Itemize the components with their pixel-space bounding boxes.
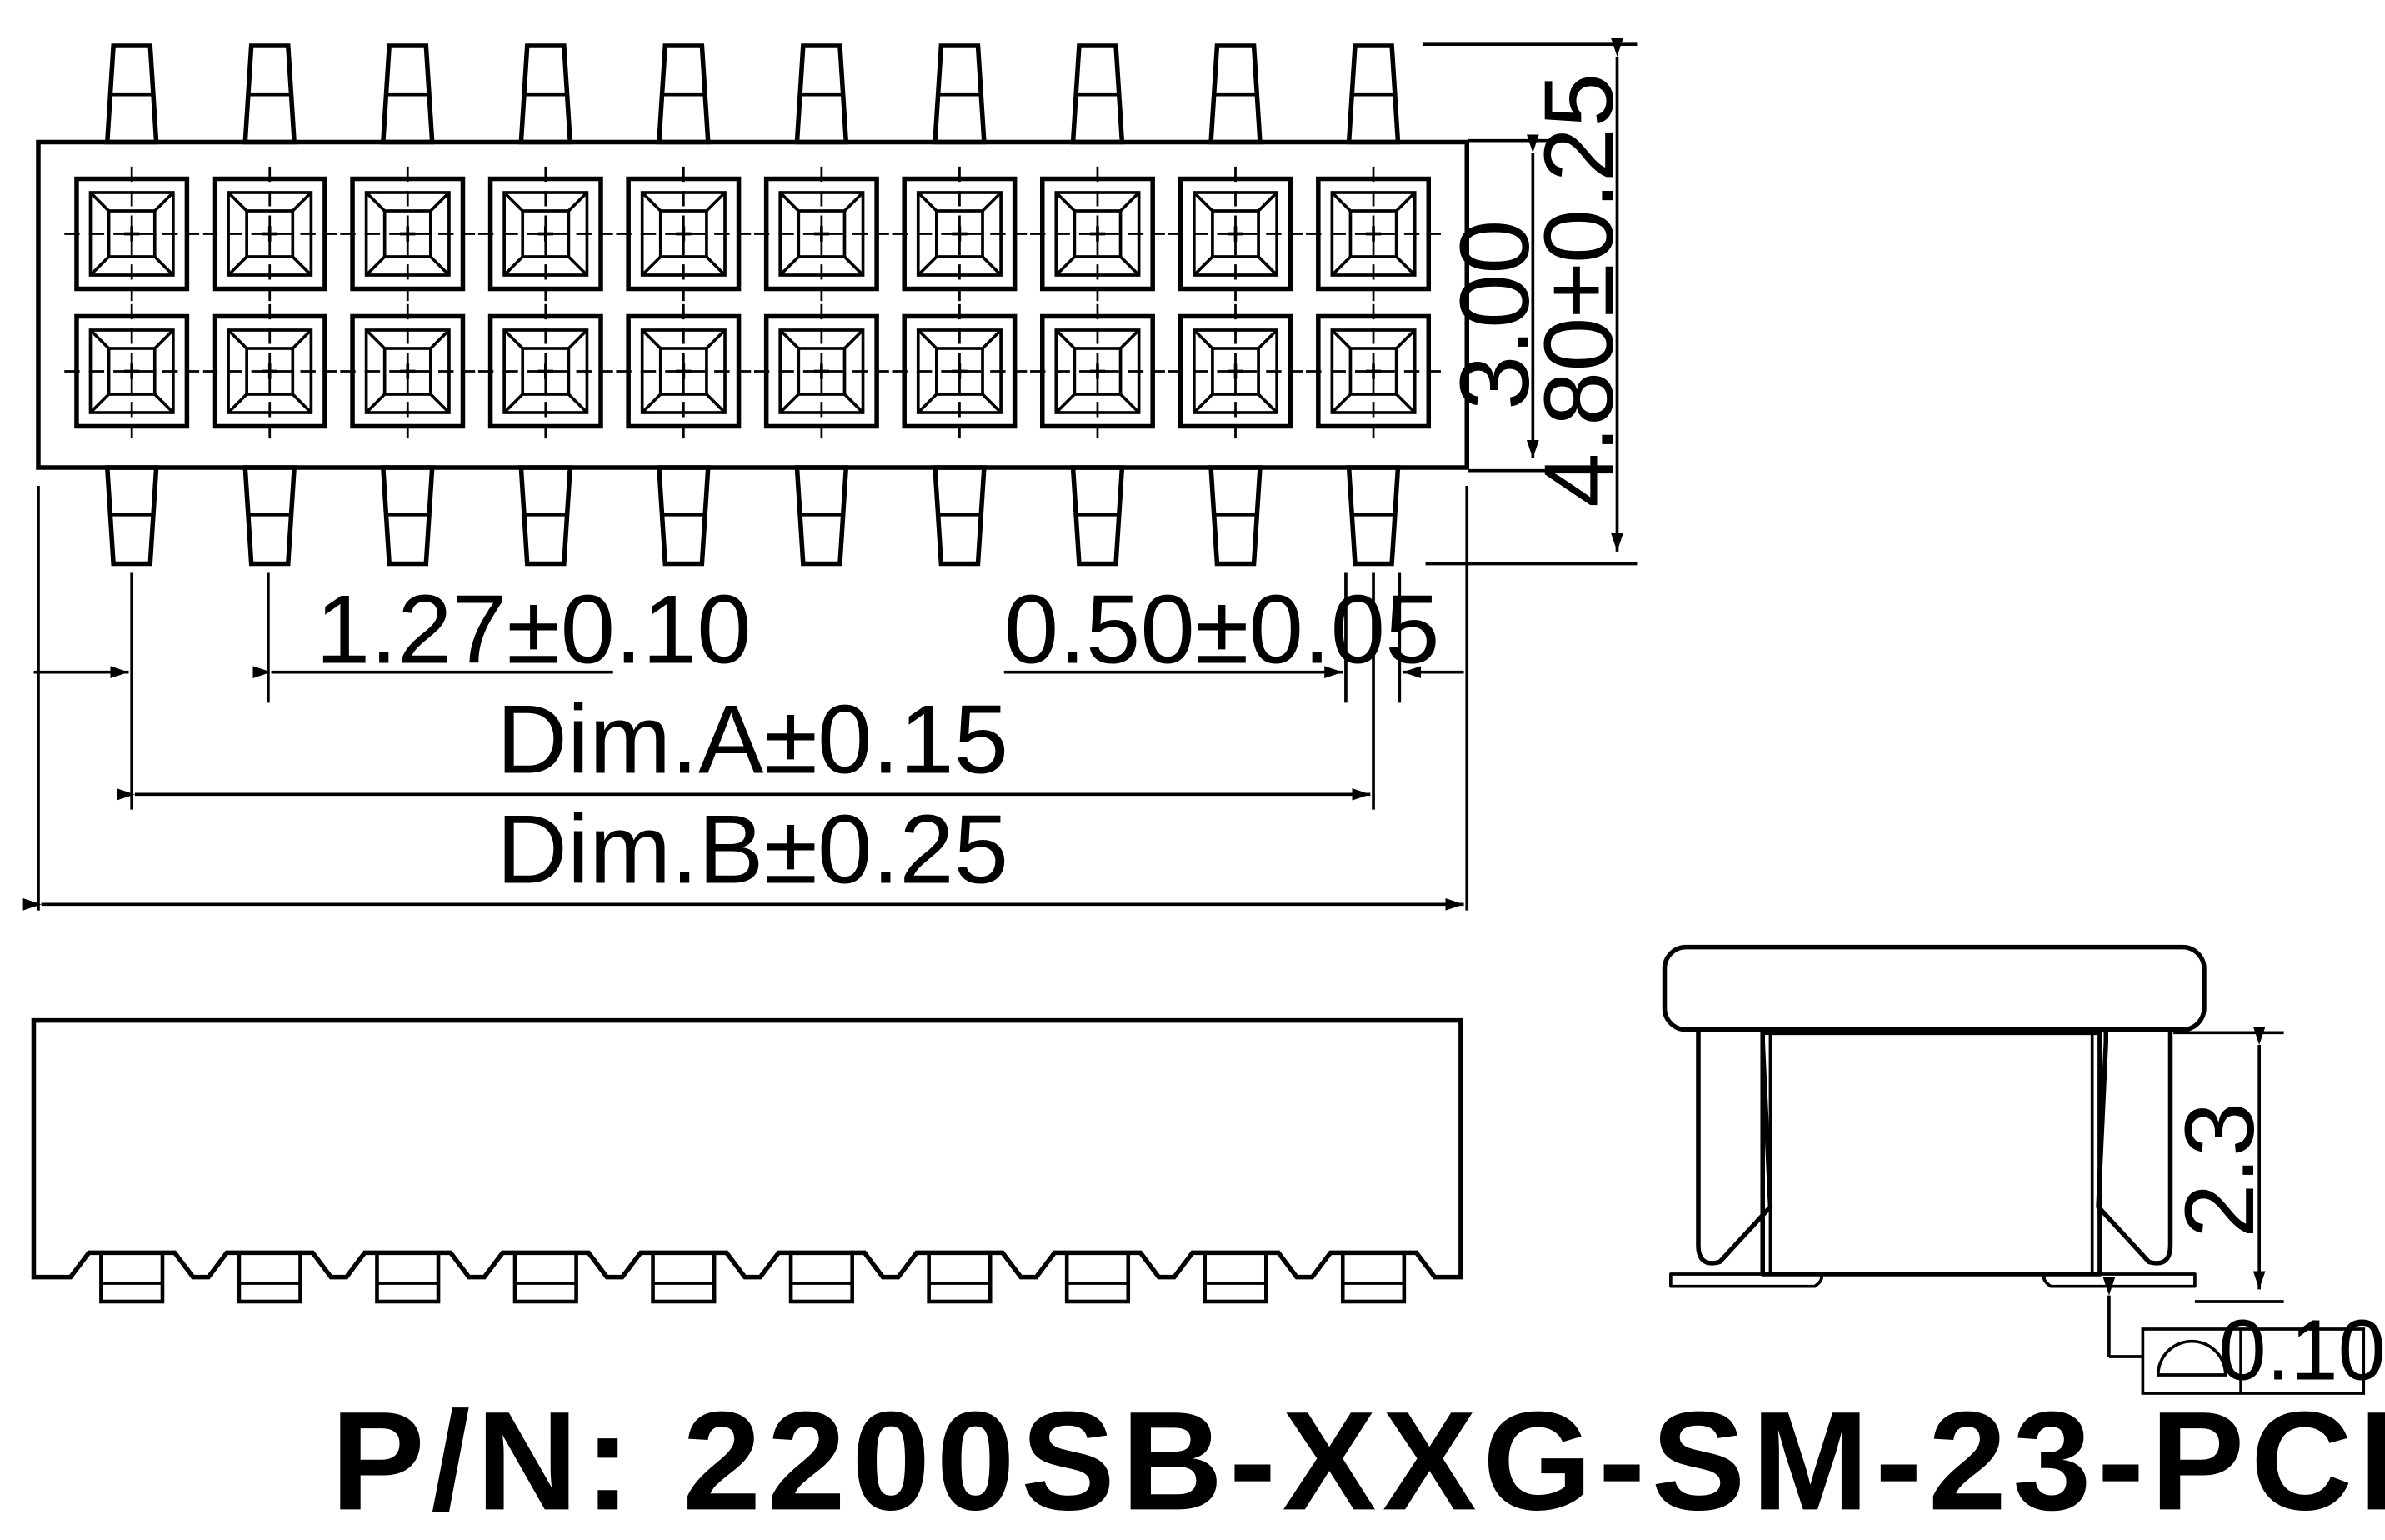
- contact-cell: [478, 303, 613, 439]
- bottom-pin: [656, 465, 711, 567]
- tolerance-frame: [2102, 1277, 2366, 1395]
- top-pin: [518, 43, 573, 145]
- bottom-pin: [794, 465, 849, 567]
- bottom-pin: [1070, 465, 1125, 567]
- front-view: [31, 1018, 1463, 1304]
- top-pin: [1346, 43, 1401, 145]
- contact-cell: [478, 166, 613, 302]
- contact-cell: [616, 166, 752, 302]
- top-pin: [656, 43, 711, 145]
- dim-height: [2173, 1027, 2284, 1303]
- contact-cell: [1168, 303, 1303, 439]
- dim-overall-width: [1422, 38, 1638, 566]
- tolerance-value: 0.10: [2218, 1302, 2385, 1398]
- contact-cell: [1030, 166, 1165, 302]
- contact-cell: [892, 166, 1028, 302]
- contact-cell: [1306, 303, 1441, 439]
- front-pin: [512, 1251, 578, 1304]
- bottom-pin: [518, 465, 573, 567]
- front-housing-outline: [31, 1018, 1463, 1280]
- housing-outline: [36, 139, 1469, 470]
- contact-cell: [64, 303, 200, 439]
- side-view: [1662, 944, 2207, 1288]
- side-right-leg: [2096, 1029, 2173, 1266]
- contact-cell: [892, 303, 1028, 439]
- contact-cell: [202, 166, 338, 302]
- dim-row-spacing: [1468, 134, 1556, 472]
- top-pin: [794, 43, 849, 145]
- dim-b-label: Dim.B±0.25: [497, 795, 1008, 904]
- bottom-pin: [932, 465, 987, 567]
- dim-a-label: Dim.A±0.15: [497, 685, 1008, 794]
- bottom-pin: [1208, 465, 1262, 567]
- contact-cell: [202, 303, 338, 439]
- front-pin: [375, 1251, 441, 1304]
- contact-cell: [753, 166, 889, 302]
- bottom-pin: [104, 465, 159, 567]
- dim-pitch-label: 1.27±0.10: [316, 575, 752, 684]
- dim-height-label: 2.3: [2165, 1102, 2274, 1238]
- contact-cell: [1168, 166, 1303, 302]
- front-pin: [237, 1251, 302, 1304]
- contact-cell: [1030, 303, 1165, 439]
- dim-overall-width-label: 4.80±0.25: [1524, 73, 1633, 508]
- top-pin: [1070, 43, 1125, 145]
- side-body: [1760, 1030, 2102, 1277]
- side-left-leg: [1696, 1029, 1773, 1266]
- contact-cell: [64, 166, 200, 302]
- top-pin: [380, 43, 435, 145]
- front-pin: [788, 1251, 854, 1304]
- top-pin: [104, 43, 159, 145]
- dim-row-spacing-label: 3.00: [1440, 219, 1549, 409]
- side-left-foot: [1669, 1272, 1823, 1288]
- profile-surface-icon: [2156, 1339, 2228, 1377]
- part-number: P/N: 2200SB-XXG-SM-23-PCP: [331, 1382, 2385, 1540]
- front-pin: [1064, 1251, 1131, 1304]
- bottom-pin: [1346, 465, 1401, 567]
- front-pin: [1340, 1251, 1407, 1304]
- contact-cell: [340, 303, 476, 439]
- top-pin: [1208, 43, 1262, 145]
- front-pin: [1202, 1251, 1268, 1304]
- top-view: [36, 43, 1469, 567]
- top-pin: [242, 43, 298, 145]
- contact-cell: [340, 166, 476, 302]
- extension-lines: [37, 486, 1469, 911]
- contact-grid: [64, 166, 1441, 439]
- front-pins: [99, 1251, 1407, 1304]
- bottom-pin: [380, 465, 435, 567]
- bottom-pin: [242, 465, 298, 567]
- bottom-pins: [104, 465, 1401, 567]
- side-right-foot: [2042, 1272, 2197, 1288]
- contact-cell: [1306, 166, 1441, 302]
- front-pin: [99, 1251, 165, 1304]
- contact-cell: [753, 303, 889, 439]
- top-pins: [104, 43, 1401, 145]
- dim-pin-width-label: 0.50±0.05: [1004, 575, 1440, 684]
- side-top-cap: [1662, 944, 2207, 1032]
- front-pin: [927, 1251, 992, 1304]
- contact-cell: [616, 303, 752, 439]
- top-pin: [932, 43, 987, 145]
- front-pin: [651, 1251, 717, 1304]
